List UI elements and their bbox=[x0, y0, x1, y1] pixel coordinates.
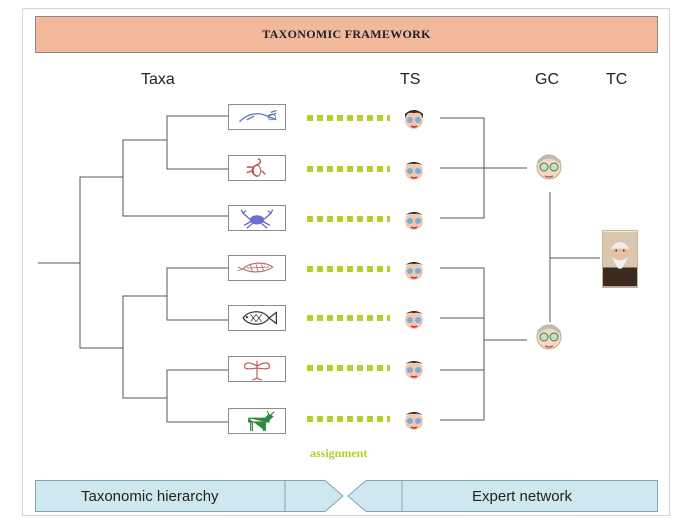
footer-left-label: Taxonomic hierarchy bbox=[81, 487, 219, 505]
assignment-dots bbox=[307, 115, 390, 422]
footer-right-label: Expert network bbox=[472, 487, 573, 505]
mosquito-larva-icon bbox=[239, 109, 277, 123]
footer-expert-network: Expert network bbox=[346, 480, 658, 512]
taxon-moose bbox=[228, 408, 286, 434]
specialist-face-icon bbox=[405, 361, 423, 379]
header-tc: TC bbox=[606, 71, 628, 88]
lower-clade-lines bbox=[79, 263, 228, 423]
diagram-frame bbox=[22, 8, 670, 516]
specialist-face-icon bbox=[405, 212, 423, 230]
lower-expert-lines bbox=[440, 267, 527, 421]
header-ts: TS bbox=[400, 71, 421, 88]
specialist-face-icon bbox=[405, 412, 423, 430]
taxon-mosquito-larva bbox=[228, 104, 286, 130]
specialist-face-icon bbox=[405, 162, 423, 180]
scorpion-icon bbox=[246, 158, 266, 177]
specialist-face-icon bbox=[405, 262, 423, 280]
taxon-mayfly bbox=[228, 356, 286, 382]
coordinator-face-icon bbox=[536, 324, 562, 350]
header-taxa: Taxa bbox=[141, 71, 175, 88]
upper-expert-lines bbox=[440, 117, 527, 219]
footer-taxonomic-hierarchy: Taxonomic hierarchy bbox=[35, 480, 345, 512]
taxon-fish bbox=[228, 305, 286, 331]
taxon-crab bbox=[228, 205, 286, 231]
mayfly-icon bbox=[244, 360, 270, 381]
crab-icon bbox=[240, 209, 274, 229]
taxon-moth bbox=[228, 255, 286, 281]
fish-icon bbox=[242, 311, 277, 325]
specialist-face-icon bbox=[405, 110, 423, 129]
moose-icon bbox=[248, 410, 275, 432]
assignment-label: assignment bbox=[310, 446, 368, 460]
specialist-face-icon bbox=[405, 311, 423, 329]
footer-left-arrow bbox=[35, 480, 344, 512]
upper-clade-lines bbox=[38, 115, 228, 264]
diagram-title: TAXONOMIC FRAMEWORK bbox=[35, 16, 658, 53]
coordinator-face-icon bbox=[536, 154, 562, 180]
header-gc: GC bbox=[535, 71, 559, 88]
darwin-portrait-icon bbox=[602, 230, 638, 288]
moth-icon bbox=[237, 262, 274, 273]
footer-right-arrow bbox=[347, 480, 658, 512]
taxon-scorpion bbox=[228, 155, 286, 181]
gc-tc-lines bbox=[549, 192, 600, 322]
